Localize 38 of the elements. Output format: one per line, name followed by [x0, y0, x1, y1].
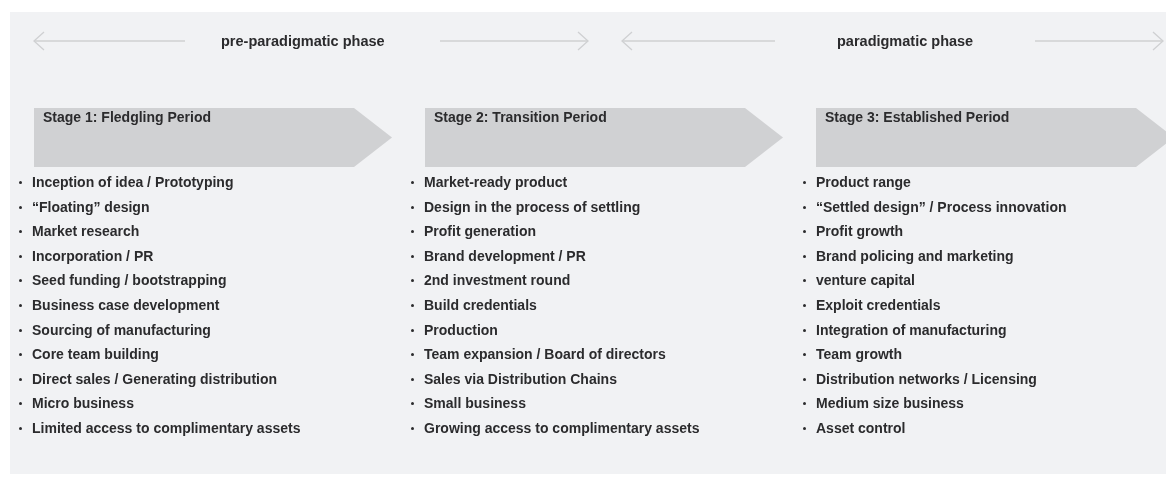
list-item-text: Design in the process of settling [424, 198, 641, 215]
list-item-text: Core team building [32, 346, 159, 363]
list-item-text: Team growth [816, 346, 903, 363]
list-item-text: “Settled design” / Process innovation [816, 198, 1067, 215]
list-item-text: Asset control [816, 419, 906, 436]
list-item-text: Seed funding / bootstrapping [32, 272, 227, 289]
list-item-text: venture capital [816, 272, 915, 289]
list-item-text: Profit generation [424, 223, 536, 240]
list-item-text: Production [424, 321, 498, 338]
list-item-text: Incorporation / PR [32, 247, 154, 264]
list-item-text: Sales via Distribution Chains [424, 370, 617, 387]
stage-title: Stage 1: Fledgling Period [43, 109, 212, 125]
stage-title: Stage 3: Established Period [825, 109, 1010, 125]
list-item-text: 2nd investment round [424, 272, 571, 289]
list-item-text: Brand policing and marketing [816, 247, 1014, 264]
list-item-text: Direct sales / Generating distribution [32, 370, 278, 387]
list-item-text: Micro business [32, 395, 134, 412]
phase-label: pre-paradigmatic phase [221, 33, 385, 49]
list-item-text: Team expansion / Board of directors [424, 346, 666, 363]
list-item-text: Integration of manufacturing [816, 321, 1007, 338]
list-item-text: Distribution networks / Licensing [816, 370, 1037, 387]
list-item-text: Sourcing of manufacturing [32, 321, 211, 338]
list-item-text: Profit growth [816, 223, 904, 240]
list-item-text: Limited access to complimentary assets [32, 419, 301, 436]
list-item-text: “Floating” design [32, 198, 150, 215]
list-item-text: Medium size business [816, 395, 964, 412]
list-item-text: Market research [32, 223, 140, 240]
list-item-text: Build credentials [424, 296, 537, 313]
list-item-text: Small business [424, 395, 526, 412]
list-item-text: Growing access to complimentary assets [424, 419, 700, 436]
phase-label: paradigmatic phase [837, 33, 974, 49]
list-item-text: Business case development [32, 296, 220, 313]
list-item-text: Product range [816, 174, 911, 190]
list-item-text: Exploit credentials [816, 296, 941, 313]
list-item-text: Market-ready product [424, 174, 568, 190]
list-item-text: Brand development / PR [424, 247, 586, 264]
stage-title: Stage 2: Transition Period [434, 109, 607, 125]
list-item-text: Inception of idea / Prototyping [32, 174, 234, 190]
